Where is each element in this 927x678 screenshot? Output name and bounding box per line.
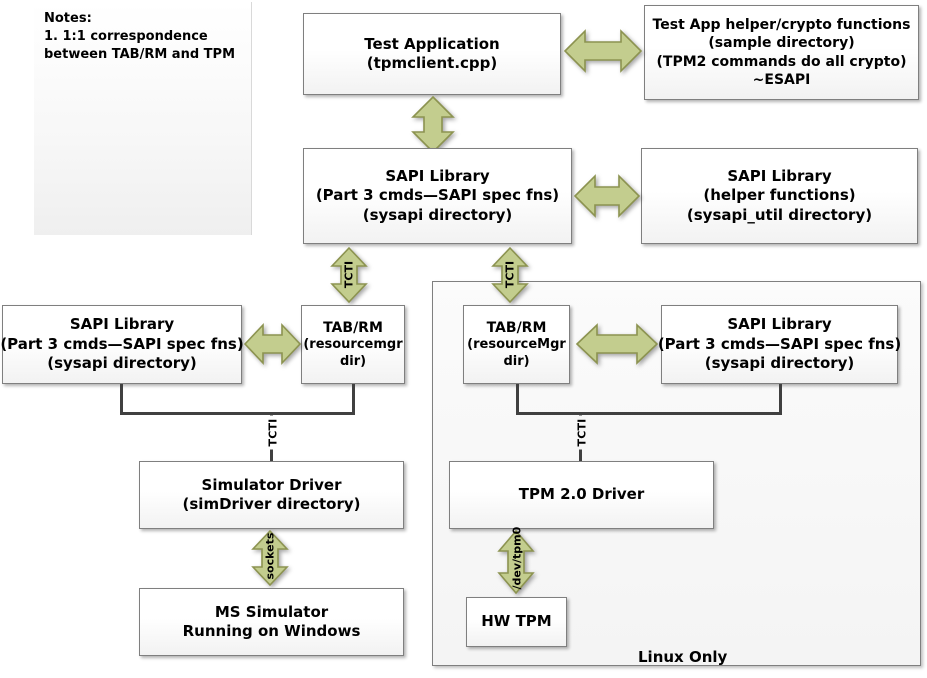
box-sapi-right[interactable]: SAPI Library (Part 3 cmds—SAPI spec fns)… bbox=[657, 305, 902, 384]
connector-left-sapi-drop bbox=[120, 384, 123, 415]
notes-item-1-continued: between TAB/RM and TPM bbox=[44, 46, 236, 62]
sapi-helper-line-3: (sysapi_util directory) bbox=[686, 205, 873, 224]
test-app-helper-line-4: ~ESAPI bbox=[752, 71, 811, 88]
sapi-helper-line-1: SAPI Library bbox=[727, 166, 832, 185]
box-sapi-left[interactable]: SAPI Library (Part 3 cmds—SAPI spec fns)… bbox=[0, 305, 244, 384]
box-simulator-driver[interactable]: Simulator Driver (simDriver directory) bbox=[139, 461, 404, 529]
sapi-left-line-3: (sysapi directory) bbox=[47, 354, 197, 373]
tabrm-left-line-2: (resourcemgr bbox=[303, 336, 403, 352]
tcti-label-right-lower: TCTI bbox=[575, 415, 589, 450]
sapi-main-line-3: (sysapi directory) bbox=[362, 205, 513, 224]
box-ms-simulator[interactable]: MS Simulator Running on Windows bbox=[139, 588, 404, 656]
sapi-right-line-1: SAPI Library bbox=[727, 315, 832, 334]
simulator-driver-line-2: (simDriver directory) bbox=[182, 495, 361, 513]
arrow-sockets bbox=[251, 529, 289, 587]
sapi-right-line-3: (sysapi directory) bbox=[704, 354, 855, 373]
box-tabrm-left[interactable]: TAB/RM (resourcemgr dir) bbox=[301, 305, 405, 384]
linux-only-label: Linux Only bbox=[638, 648, 728, 666]
box-tabrm-right[interactable]: TAB/RM (resourceMgr dir) bbox=[463, 305, 570, 384]
ms-simulator-line-1: MS Simulator bbox=[214, 602, 329, 621]
arrow-sapi-left-tabrm bbox=[243, 322, 302, 366]
box-sapi-main[interactable]: SAPI Library (Part 3 cmds—SAPI spec fns)… bbox=[303, 148, 572, 244]
test-app-helper-line-3: (TPM2 commands do all crypto) bbox=[656, 53, 907, 70]
test-application-line-1: Test Application bbox=[364, 34, 500, 53]
hw-tpm-line-1: HW TPM bbox=[481, 612, 552, 631]
arrow-dev-tpm0 bbox=[497, 529, 535, 595]
tabrm-right-line-3: dir) bbox=[503, 353, 530, 369]
arrow-tcti-right bbox=[491, 246, 529, 304]
simulator-driver-line-1: Simulator Driver bbox=[201, 475, 342, 494]
tabrm-right-line-1: TAB/RM bbox=[486, 319, 547, 336]
notes-item-1: 1. 1:1 correspondence bbox=[44, 28, 208, 44]
ms-simulator-line-2: Running on Windows bbox=[182, 622, 361, 640]
arrow-tcti-left bbox=[330, 246, 368, 304]
connector-right-tabrm-drop bbox=[516, 384, 519, 415]
sapi-main-line-1: SAPI Library bbox=[385, 166, 490, 185]
box-test-app-helper[interactable]: Test App helper/crypto functions (sample… bbox=[644, 5, 919, 100]
box-tpm-driver[interactable]: TPM 2.0 Driver bbox=[449, 461, 714, 529]
arrow-sapi-main-helper bbox=[573, 174, 641, 218]
box-sapi-helper[interactable]: SAPI Library (helper functions) (sysapi_… bbox=[641, 148, 918, 244]
sapi-main-line-2: (Part 3 cmds—SAPI spec fns) bbox=[315, 186, 560, 205]
notes-title: Notes: bbox=[44, 11, 92, 26]
connector-right-bracket bbox=[516, 412, 782, 415]
sapi-left-line-1: SAPI Library bbox=[69, 315, 175, 334]
sapi-right-line-2: (Part 3 cmds—SAPI spec fns) bbox=[657, 334, 902, 353]
tpm-driver-line-1: TPM 2.0 Driver bbox=[518, 485, 645, 504]
test-application-line-2: (tpmclient.cpp) bbox=[366, 54, 498, 72]
sapi-helper-line-2: (helper functions) bbox=[703, 186, 856, 205]
test-app-helper-line-2: (sample directory) bbox=[708, 35, 855, 52]
arrow-tabrm-sapi-right bbox=[575, 323, 659, 365]
box-hw-tpm[interactable]: HW TPM bbox=[466, 597, 567, 647]
tabrm-left-line-1: TAB/RM bbox=[323, 319, 383, 336]
connector-left-tabrm-drop bbox=[352, 384, 355, 415]
connector-right-sapi-drop bbox=[779, 384, 782, 415]
test-app-helper-line-1: Test App helper/crypto functions bbox=[652, 17, 911, 34]
tabrm-left-line-3: dir) bbox=[339, 353, 367, 369]
notes-panel: Notes: 1. 1:1 correspondence between TAB… bbox=[34, 2, 252, 235]
tabrm-right-line-2: (resourceMgr bbox=[467, 336, 566, 352]
box-test-application[interactable]: Test Application (tpmclient.cpp) bbox=[303, 13, 561, 95]
tcti-label-left-lower: TCTI bbox=[266, 415, 280, 450]
arrow-testapp-helper bbox=[563, 29, 643, 73]
connector-left-bracket bbox=[120, 412, 355, 415]
sapi-left-line-2: (Part 3 cmds—SAPI spec fns) bbox=[0, 334, 244, 353]
arrow-testapp-sapi bbox=[411, 95, 455, 154]
